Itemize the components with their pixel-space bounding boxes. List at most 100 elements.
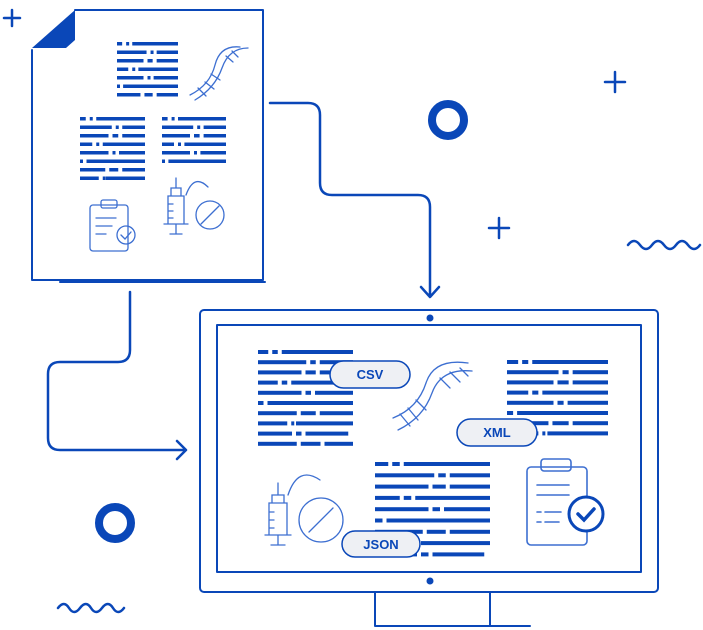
clipboard-check-icon — [89, 199, 136, 252]
plus-icon — [603, 70, 627, 94]
text-line — [305, 431, 349, 436]
text-line — [156, 59, 178, 63]
text-line — [144, 93, 153, 97]
text-lines-block — [80, 117, 145, 180]
text-line — [291, 421, 295, 426]
text-line — [258, 370, 302, 375]
text-line — [547, 431, 608, 436]
text-line — [197, 125, 201, 129]
text-line — [96, 142, 100, 146]
text-lines-block — [507, 360, 608, 436]
text-line — [542, 431, 546, 436]
text-line — [281, 350, 353, 354]
text-line — [438, 473, 446, 478]
text-line — [258, 360, 307, 365]
document-page — [31, 9, 264, 281]
text-line — [375, 518, 383, 523]
text-line — [162, 159, 165, 163]
text-line — [444, 507, 490, 512]
text-line — [319, 411, 353, 416]
text-line — [572, 421, 608, 426]
text-line — [392, 462, 400, 466]
syringe-icon — [163, 177, 189, 235]
text-line — [300, 441, 321, 446]
text-line — [267, 401, 353, 405]
text-line — [112, 134, 119, 138]
text-line — [258, 401, 264, 405]
pill-icon — [287, 474, 344, 543]
text-line — [375, 495, 400, 500]
text-line — [184, 142, 226, 146]
text-line — [80, 125, 112, 129]
monitor-screen — [216, 324, 642, 573]
text-line — [153, 76, 178, 80]
text-line — [572, 370, 608, 375]
text-line — [80, 159, 83, 163]
text-line — [147, 76, 151, 80]
text-line — [522, 360, 529, 364]
power-dot — [426, 577, 434, 585]
text-line — [89, 117, 93, 121]
text-line — [507, 390, 529, 395]
dna-icon — [392, 361, 473, 431]
text-line — [291, 380, 353, 385]
text-line — [507, 411, 514, 415]
text-line — [123, 84, 178, 88]
text-line — [305, 390, 311, 395]
csv-badge: CSV — [329, 360, 411, 389]
text-line — [272, 350, 278, 354]
text-line — [117, 59, 144, 63]
text-line — [258, 411, 297, 416]
monitor-frame — [199, 309, 659, 593]
text-line — [375, 462, 389, 466]
text-line — [162, 142, 174, 146]
text-line — [296, 421, 353, 426]
text-line — [122, 168, 145, 172]
text-line — [122, 125, 145, 129]
text-line — [421, 552, 429, 557]
text-line — [122, 134, 145, 138]
text-line — [300, 411, 316, 416]
text-line — [106, 176, 145, 180]
text-line — [258, 350, 269, 354]
text-line — [432, 484, 446, 489]
text-line — [507, 380, 554, 385]
text-lines-block — [117, 42, 178, 97]
text-line — [109, 168, 119, 172]
text-line — [96, 117, 145, 121]
text-line — [449, 484, 490, 489]
text-line — [403, 462, 490, 466]
text-line — [258, 421, 288, 426]
text-line — [542, 390, 608, 395]
text-line — [315, 390, 353, 395]
text-line — [194, 151, 197, 155]
text-line — [178, 142, 181, 146]
check-badge-icon — [567, 495, 605, 533]
text-line — [567, 400, 608, 405]
ring-icon — [428, 100, 468, 140]
text-line — [258, 431, 292, 436]
text-line — [162, 117, 168, 121]
text-line — [171, 117, 175, 121]
text-line — [557, 400, 564, 405]
text-line — [532, 390, 539, 395]
text-line — [517, 411, 608, 415]
text-line — [557, 380, 569, 385]
check-icon — [576, 507, 596, 523]
text-line — [117, 93, 141, 97]
text-line — [80, 134, 109, 138]
text-line — [415, 495, 490, 500]
text-line — [507, 400, 554, 405]
wave-icon — [626, 239, 702, 251]
monitor-stand — [374, 591, 531, 627]
text-line — [203, 125, 226, 129]
text-line — [168, 159, 226, 163]
arrow-to-monitor-left — [46, 290, 188, 461]
wave-icon — [56, 602, 126, 614]
xml-label: XML — [483, 425, 511, 440]
text-lines-block — [162, 117, 226, 163]
text-line — [432, 552, 485, 557]
text-line — [162, 134, 190, 138]
text-line — [449, 529, 490, 534]
text-line — [305, 370, 316, 375]
